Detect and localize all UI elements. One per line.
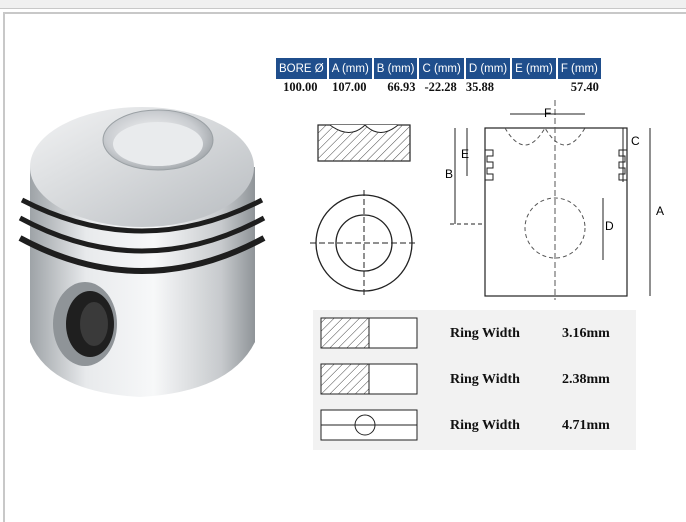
label-f: F — [544, 106, 551, 120]
col-bore: BORE Ø — [274, 58, 327, 79]
ring-label-3: Ring Width — [450, 418, 520, 433]
col-a: A (mm) — [326, 58, 372, 79]
ring-width-panel: Ring Width 3.16mm Ring Width 2.38mm Ring… — [313, 310, 636, 450]
ring-value-3: 4.71mm — [562, 418, 610, 433]
col-c: C (mm) — [417, 58, 464, 79]
top-toolbar — [0, 0, 686, 9]
col-d: D (mm) — [463, 58, 511, 79]
ring-row-3: Ring Width 4.71mm — [313, 406, 636, 446]
ring-row-2: Ring Width 2.38mm — [313, 360, 636, 400]
ring-row-1: Ring Width 3.16mm — [313, 314, 636, 354]
col-e: E (mm) — [510, 58, 556, 79]
spec-header-row: BORE Ø A (mm) B (mm) C (mm) D (mm) E (mm… — [274, 58, 601, 79]
val-c: -22.28 — [424, 80, 457, 94]
val-b: 66.93 — [387, 80, 416, 94]
spec-value-row: 100.00 107.00 66.93 -22.28 35.88 57.40 — [274, 79, 601, 96]
ring-profile-2-icon — [320, 363, 418, 395]
ring-profile-3-icon — [320, 409, 418, 441]
label-c: C — [631, 134, 640, 148]
val-a: 107.00 — [332, 80, 367, 94]
spec-table: BORE Ø A (mm) B (mm) C (mm) D (mm) E (mm… — [274, 58, 601, 96]
val-d: 35.88 — [465, 80, 494, 94]
col-b: B (mm) — [371, 58, 418, 79]
label-e: E — [461, 147, 469, 161]
val-f: 57.40 — [570, 80, 599, 94]
ring-value-2: 2.38mm — [562, 372, 610, 387]
ring-value-1: 3.16mm — [562, 326, 610, 341]
val-e — [510, 79, 556, 96]
label-d: D — [605, 219, 614, 233]
top-view — [310, 190, 418, 296]
piston-image — [18, 107, 266, 397]
label-a: A — [656, 204, 664, 218]
ring-label-1: Ring Width — [450, 326, 520, 341]
label-b: B — [445, 167, 453, 181]
ring-profile-1-icon — [320, 317, 418, 349]
technical-drawing: B E A C D F — [310, 100, 664, 300]
side-view: B E A C D F — [445, 100, 664, 300]
col-f: F (mm) — [555, 58, 601, 79]
val-bore: 100.00 — [283, 80, 318, 94]
crown-section-view — [317, 124, 411, 162]
ring-label-2: Ring Width — [450, 372, 520, 387]
